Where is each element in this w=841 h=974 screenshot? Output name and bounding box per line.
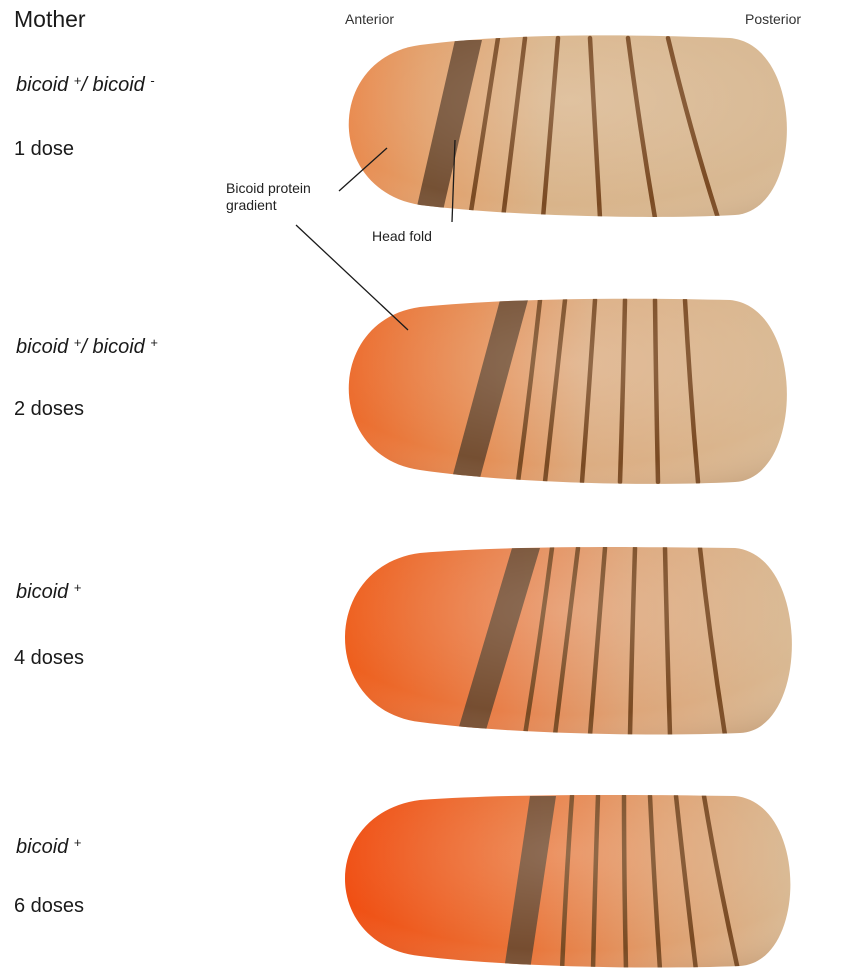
embryo-1-dose	[330, 30, 810, 230]
gradient-leader-to-embryo-2	[296, 225, 408, 330]
embryo-6-doses	[325, 788, 815, 974]
embryo-4-doses	[325, 540, 815, 740]
